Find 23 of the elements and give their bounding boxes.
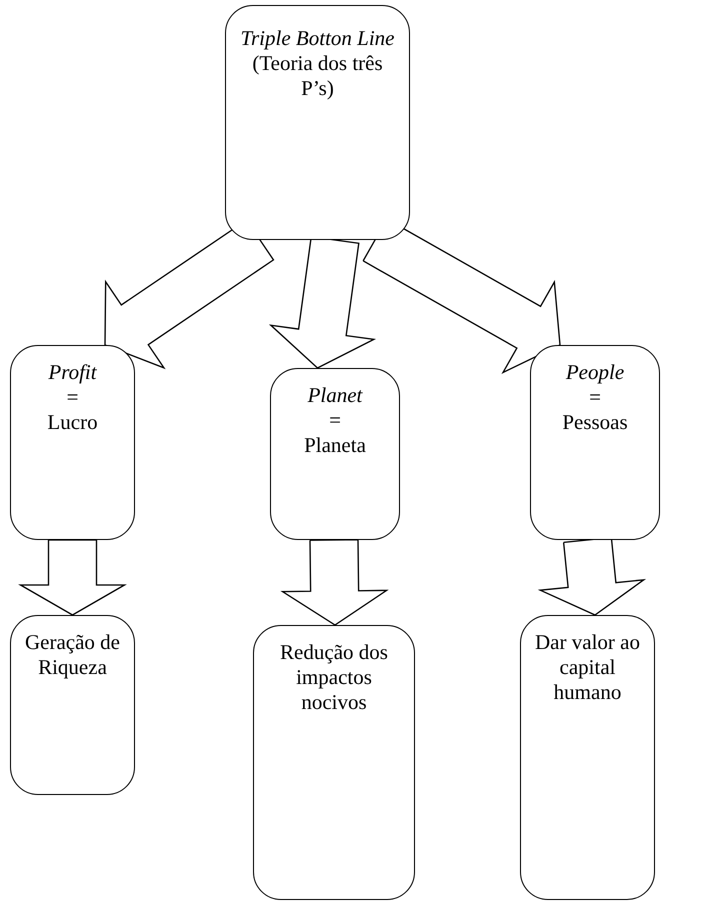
- node-text: Triple Botton Line: [240, 25, 394, 52]
- rounded-box: [530, 345, 660, 540]
- rounded-box: [253, 625, 415, 900]
- rounded-box: [10, 345, 135, 540]
- node-text: Profit: [48, 360, 97, 386]
- node-text: Planeta: [304, 433, 366, 459]
- node-text: People: [566, 360, 624, 386]
- node-text: =: [66, 385, 78, 410]
- rounded-box: [225, 5, 410, 240]
- node-text: Redução dos impactos nocivos: [279, 640, 389, 716]
- node-text: =: [589, 385, 601, 410]
- block-arrow: [18, 539, 127, 616]
- node-text: Lucro: [47, 410, 98, 436]
- rounded-box: [270, 368, 400, 540]
- node-text: Dar valor ao capital humano: [534, 630, 641, 706]
- rounded-box: [10, 615, 135, 795]
- node-text: Pessoas: [562, 410, 628, 436]
- node-text: Geração de Riqueza: [24, 630, 121, 680]
- block-arrow: [280, 539, 389, 626]
- node-text: Planet: [308, 383, 362, 408]
- node-text: =: [329, 408, 341, 434]
- node-text: (Teoria dos três P’s): [251, 51, 384, 102]
- rounded-box: [520, 615, 655, 900]
